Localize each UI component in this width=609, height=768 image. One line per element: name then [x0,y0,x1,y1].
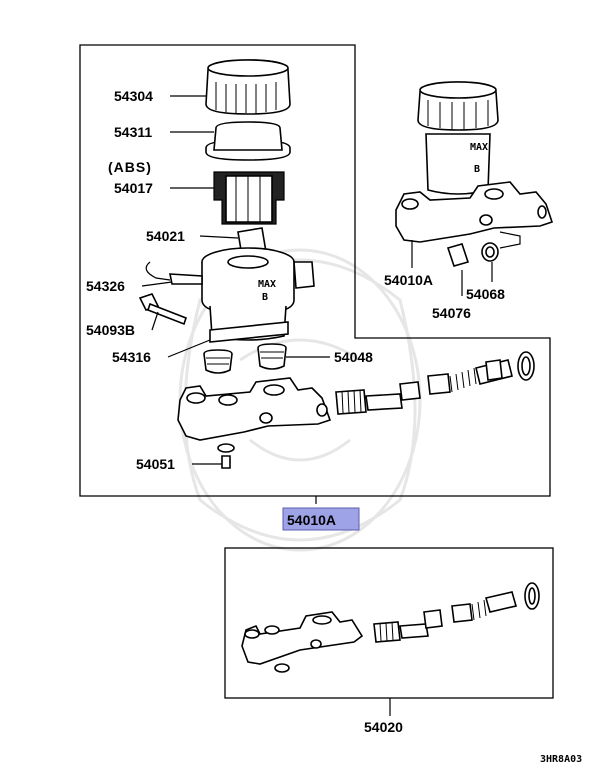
label-54068[interactable]: 54068 [466,286,505,302]
label-54051[interactable]: 54051 [136,456,175,472]
diagram-code: 3HR8A03 [540,754,582,765]
label-54076[interactable]: 54076 [432,305,471,321]
part-54093b-bolt[interactable] [138,293,187,326]
label-54020[interactable]: 54020 [364,719,403,735]
label-abs: (ABS) [108,159,152,175]
part-54076-nut[interactable] [446,243,470,267]
label-54316[interactable]: 54316 [112,349,151,365]
part-54051-bleeder[interactable] [217,443,235,469]
label-54311[interactable]: 54311 [114,124,152,140]
part-54311-diaphragm[interactable] [205,121,291,161]
max-mark: MAX [258,279,276,290]
highlight-54010a [282,507,360,531]
part-54020-piston-kit[interactable] [373,582,540,643]
max-mark-top: MAX [470,142,488,153]
leader-lines-main [141,95,330,504]
label-54093b[interactable]: 54093B [86,322,135,338]
part-54326-connector[interactable] [145,261,315,289]
part-54316-grommet-base[interactable] [209,321,289,343]
label-54048[interactable]: 54048 [334,349,373,365]
min-mark-top: B [474,164,480,175]
part-54017-strainer[interactable] [213,171,285,225]
part-54048-grommets[interactable] [203,343,287,374]
part-54304-cap[interactable] [205,59,291,115]
part-piston-kit[interactable] [335,351,535,415]
part-54010a-assembled-unit[interactable]: MAX B [395,81,554,243]
assembly-boundary-54020 [224,547,554,699]
part-master-cylinder-body[interactable] [177,377,332,441]
part-54020-cylinder-body[interactable] [241,611,364,673]
min-mark: B [262,292,268,303]
label-54017[interactable]: 54017 [114,180,153,196]
label-54010a-top[interactable]: 54010A [384,272,433,288]
label-54021[interactable]: 54021 [146,228,185,244]
part-54068-washer[interactable] [481,242,499,262]
label-54326[interactable]: 54326 [86,278,125,294]
label-54010a-assembly[interactable]: 54010A [287,512,336,528]
assembly-boundary-main [79,44,551,497]
label-54304[interactable]: 54304 [114,88,153,104]
leader-lines-top [411,231,521,296]
